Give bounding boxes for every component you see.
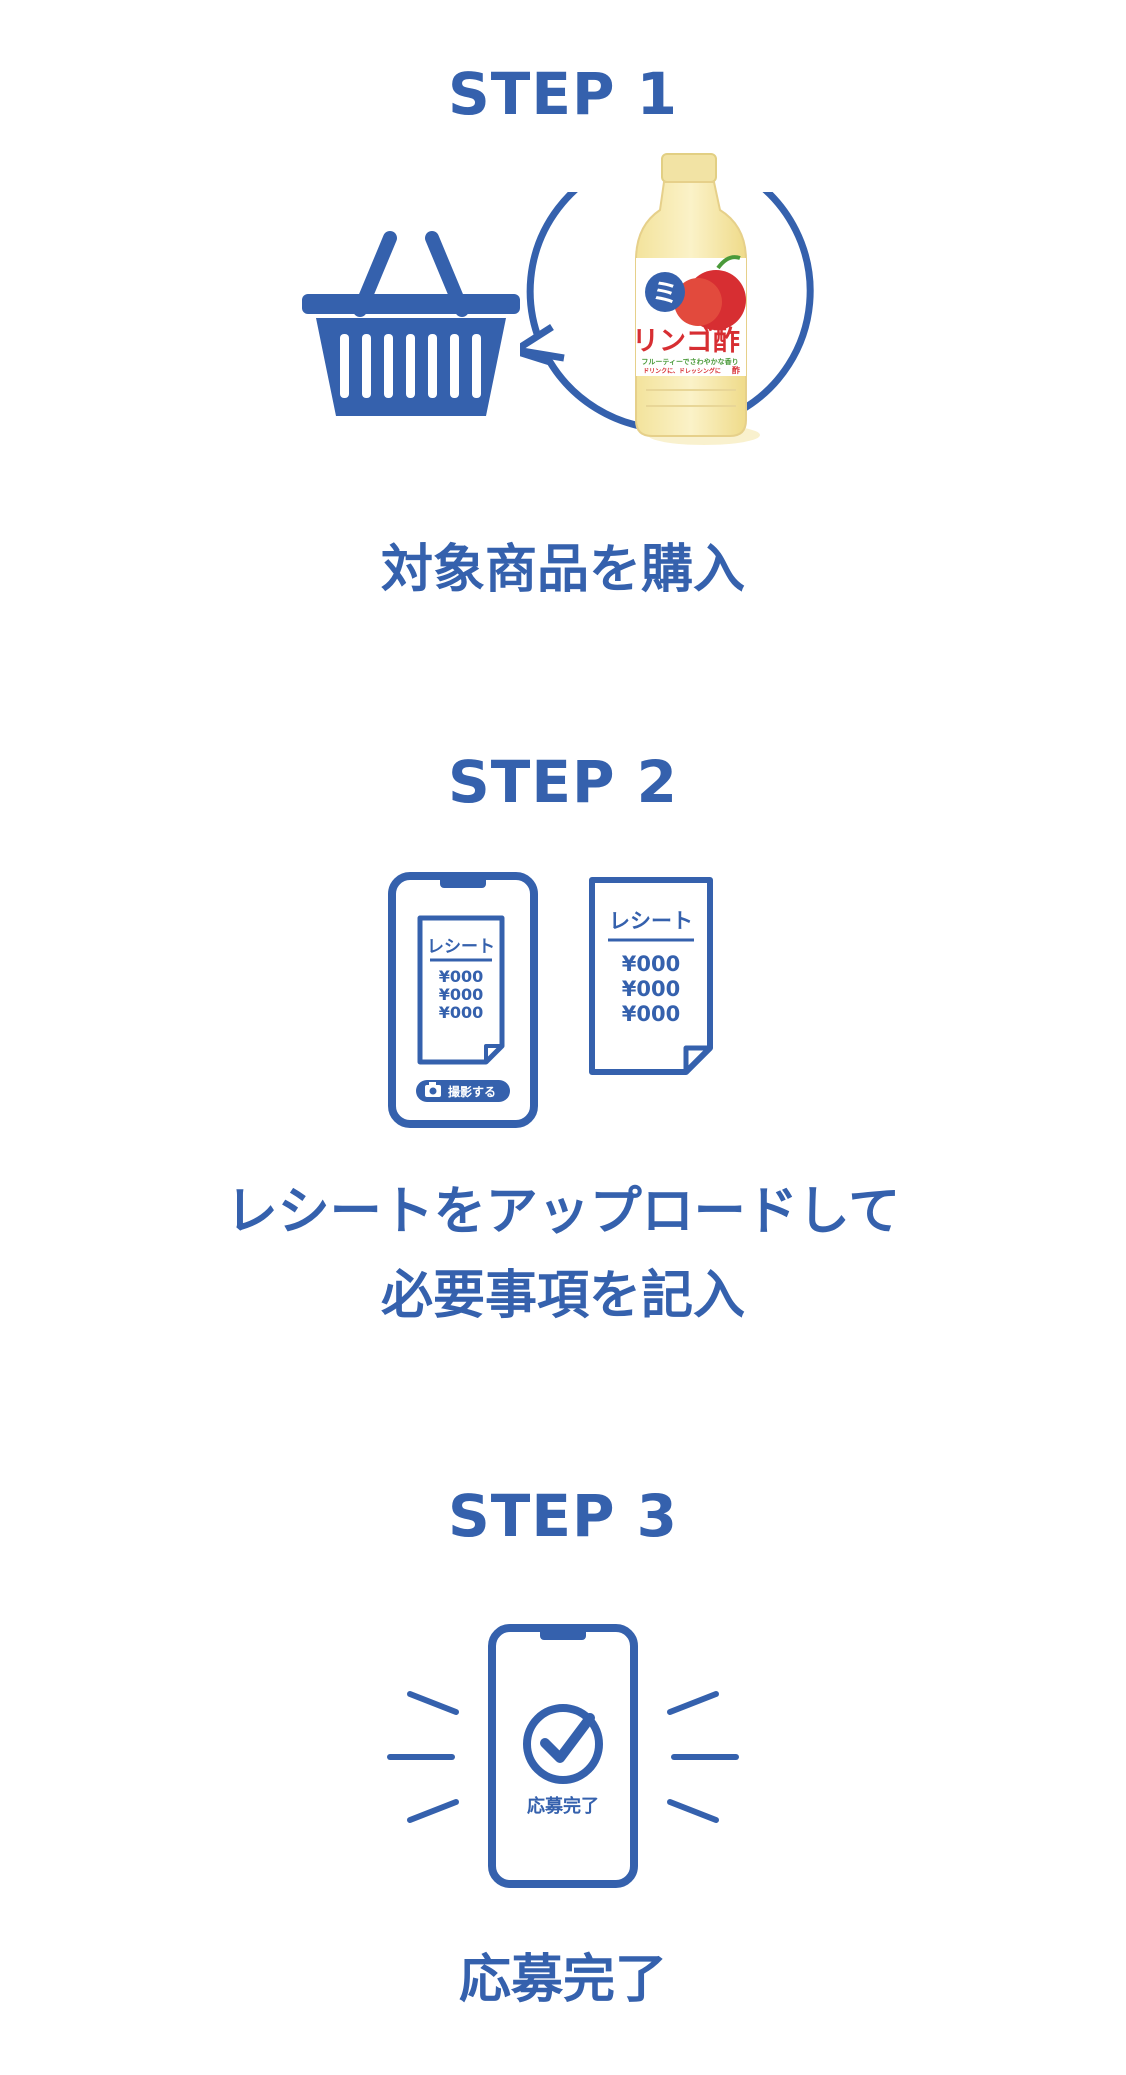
bottle-subline: ドリンクに、ドレッシングに [643, 367, 721, 375]
phone-receipt-line-2: ¥000 [439, 985, 484, 1004]
paper-receipt-line-3: ¥000 [622, 1002, 680, 1026]
bottle-tagline: フルーティーでさわやかな香り [641, 357, 738, 366]
phone-receipt-line-1: ¥000 [439, 967, 484, 986]
check-circle-icon [523, 1704, 603, 1784]
paper-receipt-line-2: ¥000 [622, 977, 680, 1001]
shoot-button-label: 撮影する [448, 1084, 496, 1099]
paper-receipt-line-1: ¥000 [622, 952, 680, 976]
phone-receipt-heading: レシート [427, 937, 495, 957]
step-2-title: STEP 2 [447, 748, 678, 816]
step-2-caption-line-2: 必要事項を記入 [380, 1266, 745, 1326]
receipt-icon: レシート ¥000 ¥000 ¥000 [589, 877, 713, 1075]
smartphone-icon [488, 1624, 638, 1888]
paper-receipt-heading: レシート [609, 909, 693, 933]
step-3-caption: 応募完了 [0, 1938, 1126, 2022]
vinegar-bottle-image: ミ リンゴ酢 フルーティーでさわやかな香り ドリンクに、ドレッシングに 酢 [632, 153, 760, 445]
step-3-title: STEP 3 [447, 1482, 678, 1550]
camera-icon [425, 1082, 441, 1097]
smartphone-icon: レシート ¥000 ¥000 ¥000 撮影する [388, 872, 538, 1128]
bottle-badge: 酢 [732, 365, 740, 375]
phone-receipt-line-3: ¥000 [439, 1003, 484, 1022]
step-1-caption: 対象商品を購入 [0, 528, 1126, 612]
step-1-title: STEP 1 [447, 60, 678, 128]
step-3-caption-line-1: 応募完了 [458, 1950, 667, 2010]
step-1-caption-line-1: 対象商品を購入 [380, 540, 745, 600]
bottle-logo: ミ [652, 279, 678, 309]
step-2-caption-line-1: レシートをアップロードして [225, 1182, 901, 1242]
bottle-product-name: リンゴ酢 [632, 325, 740, 357]
shopping-basket-icon [302, 231, 520, 416]
phone-complete-label: 応募完了 [527, 1795, 599, 1817]
step-2-caption: レシートをアップロードして 必要事項を記入 [0, 1170, 1126, 1338]
vibration-lines-icon [387, 1691, 739, 1823]
completion-illustration: 応募完了 [387, 1624, 739, 1888]
